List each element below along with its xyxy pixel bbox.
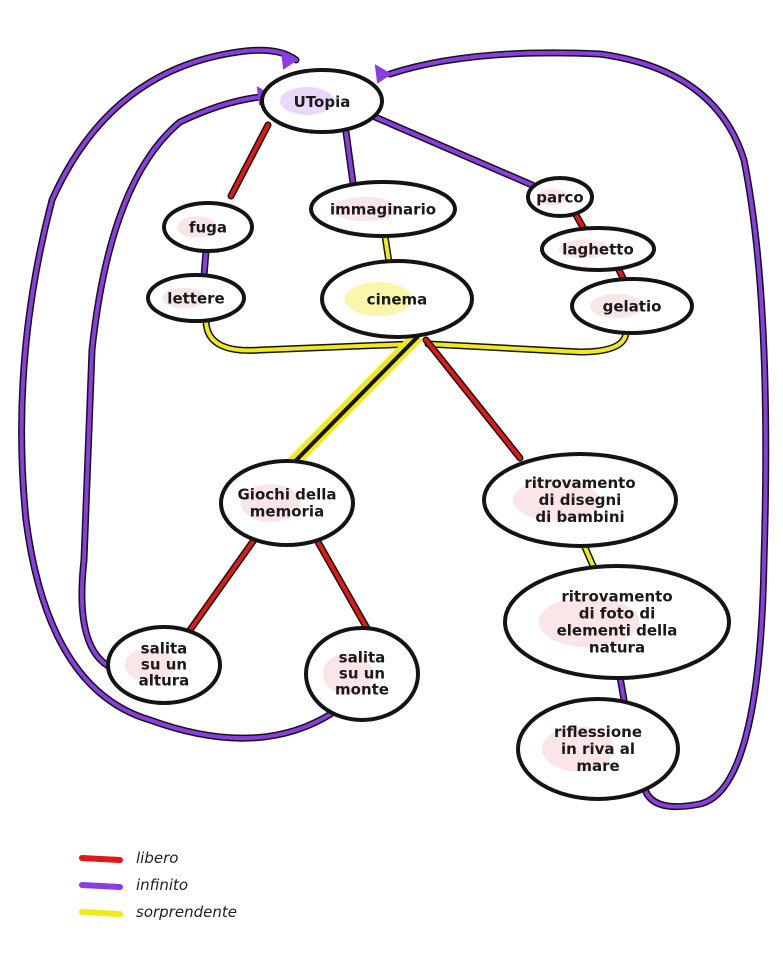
node-lettere: lettere <box>146 273 246 323</box>
node-label-line: parco <box>536 188 583 206</box>
edge-cinema-disegni <box>422 336 524 462</box>
node-utopia: UTopia <box>260 68 384 134</box>
node-label-line: mare <box>576 757 619 775</box>
node-label-line: cinema <box>367 290 428 308</box>
legend-swatch <box>79 855 123 863</box>
edge-lettere-cinema <box>202 316 416 354</box>
node-label-line: altura <box>139 672 190 690</box>
coloring-accent <box>542 726 614 772</box>
legend: libero infinito sorprendente <box>79 849 237 921</box>
node-label-line: salita <box>141 640 188 658</box>
edge-cinema-giochi <box>287 333 422 466</box>
node-label-line: Giochi della <box>237 485 336 503</box>
edge-giochi-altura <box>186 536 258 634</box>
coloring-accent <box>538 596 640 648</box>
node-fuga: fuga <box>162 201 254 253</box>
edge-gelato-cinema <box>424 329 630 356</box>
edge-loop-monte-utopia-arrowhead <box>280 50 298 70</box>
coloring-accent <box>558 239 610 259</box>
node-label-line: ritrovamento <box>561 587 672 605</box>
coloring-accent <box>512 479 600 521</box>
node-gelato: gelatio <box>570 277 694 335</box>
nodes-layer: UTopia fuga lettere immaginario cinema parco l… <box>106 68 731 801</box>
edge-immaginario-cinema <box>381 232 393 266</box>
node-label-line: ritrovamento <box>524 474 635 492</box>
coloring-accent <box>322 653 374 695</box>
node-label-line: natura <box>589 638 645 656</box>
edge-fuga-lettere <box>200 247 210 280</box>
node-parco: parco <box>526 176 594 218</box>
edge-parco-laghetto <box>572 211 588 233</box>
node-label-line: salita <box>339 649 386 667</box>
node-label-line: su un <box>141 656 187 674</box>
node-label-line: gelatio <box>603 297 662 315</box>
node-label-line: in riva al <box>561 740 635 758</box>
edge-loop-riflessione-utopia <box>374 49 770 811</box>
node-label-line: lettere <box>167 289 224 307</box>
edge-utopia-parco <box>371 113 536 189</box>
coloring-accent <box>124 647 176 683</box>
node-label-line: monte <box>335 681 389 699</box>
coloring-accent <box>590 293 644 319</box>
node-cinema: cinema <box>320 259 474 339</box>
node-label-line: UTopia <box>294 93 351 111</box>
node-laghetto: laghetto <box>540 226 656 272</box>
node-label-line: laghetto <box>562 240 634 258</box>
coloring-accent <box>280 87 334 115</box>
legend-swatch <box>79 909 123 917</box>
legend-item-infinito: infinito <box>79 876 188 894</box>
node-label-line: memoria <box>250 502 324 520</box>
coloring-accent <box>177 216 217 238</box>
node-label-line: immaginario <box>330 200 436 218</box>
coloring-accent <box>240 484 301 522</box>
edge-giochi-monte <box>314 538 372 634</box>
node-label-line: elementi della <box>557 621 678 639</box>
coloring-accent <box>162 287 206 309</box>
node-label-line: fuga <box>189 218 227 236</box>
connections-layer <box>18 46 770 811</box>
edge-loop-riflessione-utopia-arrowhead <box>374 64 392 84</box>
legend-label: libero <box>136 849 178 867</box>
legend-label: infinito <box>136 876 188 894</box>
coloring-accent <box>344 281 412 317</box>
edge-foto-riflessione <box>616 673 628 704</box>
legend-item-libero: libero <box>79 849 178 867</box>
edge-loop-monte-utopia <box>18 46 338 742</box>
node-label-line: di foto di <box>579 604 656 622</box>
node-label-line: di bambini <box>535 508 624 526</box>
edge-disegni-foto <box>580 541 598 572</box>
legend-item-sorprendente: sorprendente <box>79 903 237 921</box>
edge-utopia-fuga <box>227 121 272 200</box>
legend-label: sorprendente <box>136 903 237 921</box>
coloring-accent <box>537 188 567 206</box>
node-immaginario: immaginario <box>309 180 457 238</box>
node-label-line: su un <box>339 665 385 683</box>
node-label-line: di disegni <box>539 491 622 509</box>
legend-swatch <box>79 882 123 890</box>
coloring-accent <box>332 196 398 222</box>
node-label-line: riflessione <box>554 723 642 741</box>
edge-utopia-immaginario <box>342 128 357 187</box>
